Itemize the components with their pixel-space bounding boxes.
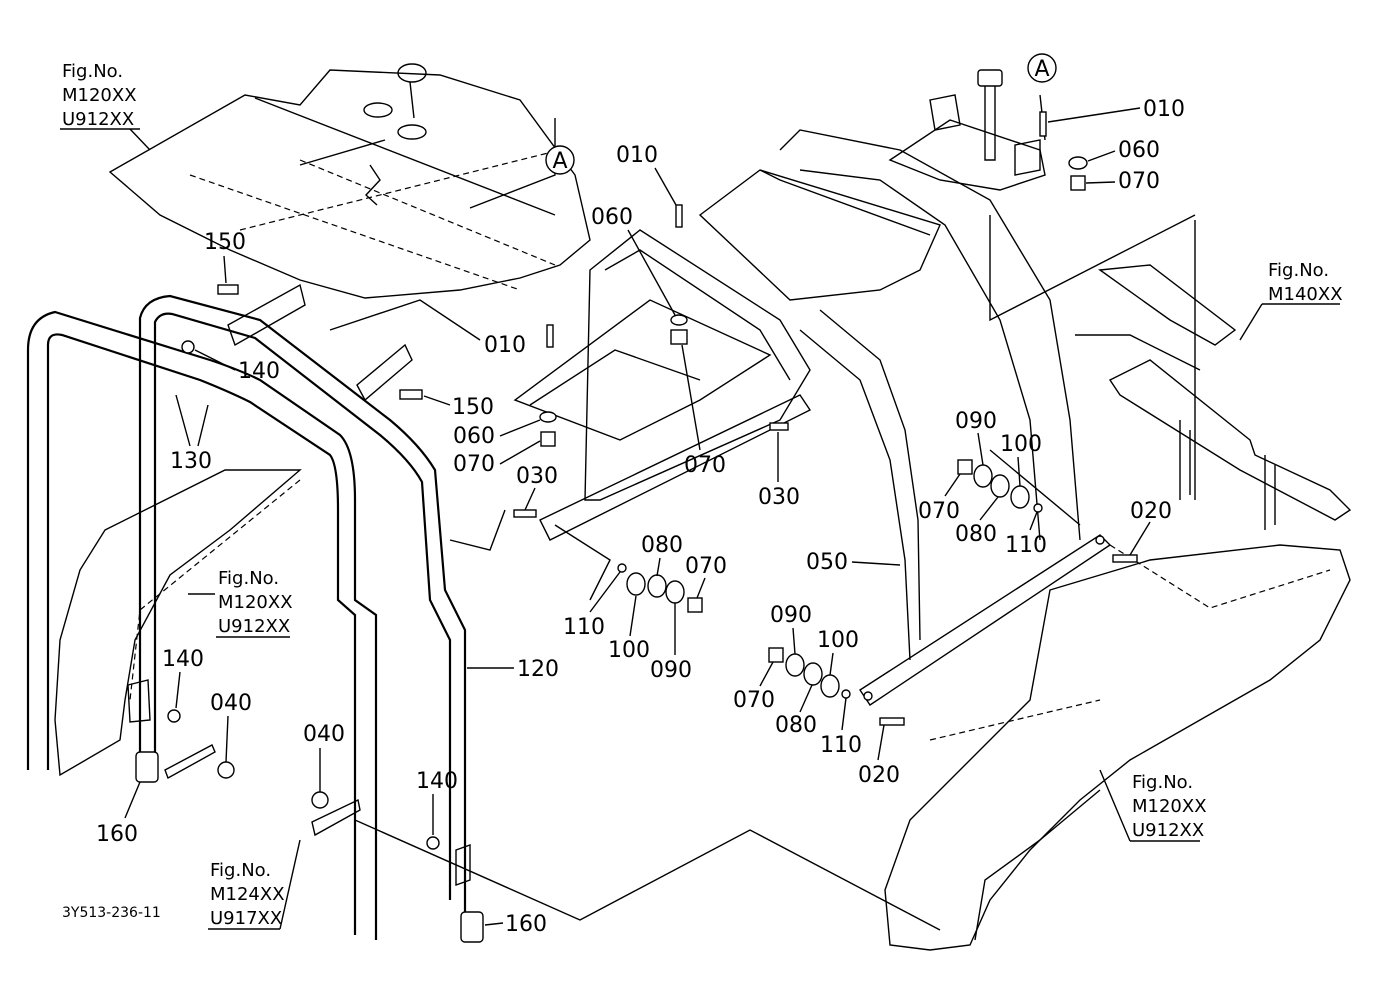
- part-label-150-mid: 150: [452, 395, 494, 420]
- fig-ref-bottom-left: Fig.No. M124XX U917XX: [208, 839, 301, 930]
- part-label-020-bottom: 020: [858, 763, 900, 788]
- part-label-010-mid: 010: [484, 333, 526, 358]
- fig-ref-top-left-line1: Fig.No.: [62, 61, 123, 82]
- fig-ref-bottom-right: Fig.No. M120XX U912XX: [1099, 769, 1207, 842]
- part-label-110-right: 110: [1005, 533, 1047, 558]
- part-label-090-lower: 090: [650, 658, 692, 683]
- part-label-150-top: 150: [204, 230, 246, 255]
- part-label-010-top: 010: [616, 143, 658, 168]
- fig-ref-bottom-right-line1: Fig.No.: [1132, 772, 1193, 793]
- fig-ref-bottom-left-line1: Fig.No.: [210, 860, 271, 881]
- part-label-120: 120: [517, 657, 559, 682]
- hardware: [127, 111, 1138, 943]
- fig-ref-top-left-line3: U912XX: [62, 109, 134, 130]
- arch-050: [698, 129, 1081, 661]
- part-label-070-lower: 070: [685, 554, 727, 579]
- section-mark-right: A: [1027, 53, 1057, 83]
- fig-ref-mid-left-line1: Fig.No.: [218, 568, 279, 589]
- fig-ref-top-left: Fig.No. M120XX U912XX: [60, 61, 151, 151]
- drawing-code: 3Y513-236-11: [62, 905, 161, 921]
- part-label-130: 130: [170, 449, 212, 474]
- part-label-050: 050: [806, 550, 848, 575]
- part-label-090-bottom: 090: [770, 603, 812, 628]
- part-label-060-right: 060: [1118, 138, 1160, 163]
- right-fender: [884, 544, 1351, 951]
- right-panel: [1075, 264, 1352, 530]
- leader-lines: [329, 214, 1196, 931]
- section-mark-left-letter: A: [552, 149, 567, 174]
- part-label-100-right: 100: [1000, 432, 1042, 457]
- part-label-070-center: 070: [684, 453, 726, 478]
- part-label-010-right: 010: [1143, 97, 1185, 122]
- top-left-panel: [108, 63, 591, 299]
- left-fender: [54, 469, 302, 777]
- part-label-140-bottom: 140: [416, 769, 458, 794]
- part-labels: 010 010 010 020 020 030 030 040 040 050 …: [96, 97, 1185, 937]
- part-label-040-mid: 040: [303, 722, 345, 747]
- part-label-020-right: 020: [1130, 499, 1172, 524]
- part-label-160-left: 160: [96, 822, 138, 847]
- part-label-100-lower: 100: [608, 638, 650, 663]
- top-right-bracket: [888, 69, 1046, 191]
- fig-ref-bottom-right-line3: U912XX: [1132, 820, 1204, 841]
- part-label-160-bottom: 160: [505, 912, 547, 937]
- fig-ref-right: Fig.No. M140XX: [1239, 260, 1343, 341]
- part-label-080-right: 080: [955, 522, 997, 547]
- part-label-060-top: 060: [591, 205, 633, 230]
- part-label-030-left: 030: [516, 464, 558, 489]
- fig-ref-right-line2: M140XX: [1268, 284, 1343, 305]
- fig-ref-mid-left: Fig.No. M120XX U912XX: [188, 568, 293, 638]
- part-label-060-mid: 060: [453, 424, 495, 449]
- part-label-140-top: 140: [238, 359, 280, 384]
- part-label-040-left: 040: [210, 691, 252, 716]
- section-mark-right-letter: A: [1034, 57, 1049, 82]
- part-label-140-left: 140: [162, 647, 204, 672]
- part-label-080-lower: 080: [641, 533, 683, 558]
- part-label-110-bottom: 110: [820, 733, 862, 758]
- fig-ref-bottom-left-line2: M124XX: [210, 884, 285, 905]
- frame-130: [26, 310, 378, 940]
- section-mark-left: A: [545, 145, 575, 175]
- part-label-070-mid: 070: [453, 452, 495, 477]
- part-label-070-bottom: 070: [733, 688, 775, 713]
- bar-020: [859, 534, 1112, 706]
- fig-ref-mid-left-line2: M120XX: [218, 592, 293, 613]
- part-label-090-right: 090: [955, 409, 997, 434]
- part-label-070-right: 070: [918, 499, 960, 524]
- fig-ref-top-left-line2: M120XX: [62, 85, 137, 106]
- fig-ref-bottom-right-line2: M120XX: [1132, 796, 1207, 817]
- part-label-080-bottom: 080: [775, 713, 817, 738]
- fig-ref-bottom-left-line3: U917XX: [210, 908, 282, 929]
- center-frame: [513, 229, 812, 541]
- frame-120: [138, 294, 467, 930]
- part-label-030-right: 030: [758, 485, 800, 510]
- part-label-110-lower: 110: [563, 615, 605, 640]
- part-label-070-right-top: 070: [1118, 169, 1160, 194]
- part-label-100-bottom: 100: [817, 628, 859, 653]
- fig-ref-mid-left-line3: U912XX: [218, 616, 290, 637]
- fig-ref-right-line1: Fig.No.: [1268, 260, 1329, 281]
